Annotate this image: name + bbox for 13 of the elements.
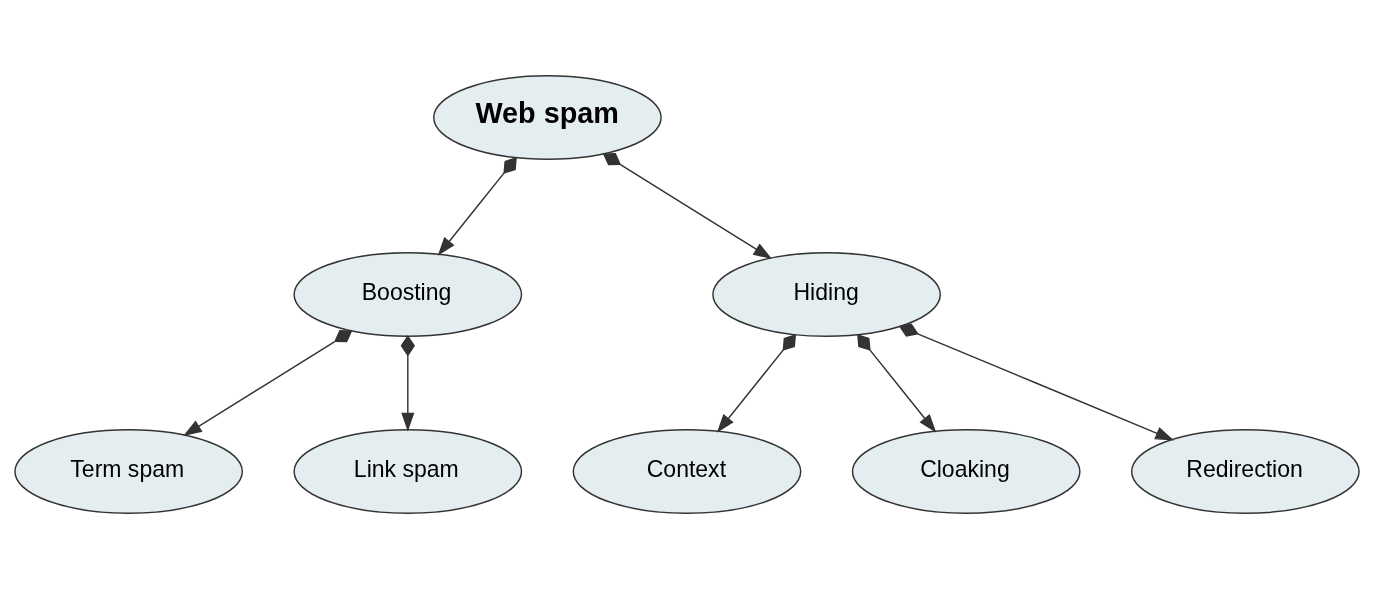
arrow	[716, 334, 797, 433]
node-ellipse: Cloaking	[851, 429, 1081, 514]
arrow	[857, 334, 937, 433]
arrow	[400, 335, 415, 432]
arrow	[898, 323, 1175, 441]
node-ellipse: Boosting	[293, 252, 523, 337]
node-ellipse: Context	[572, 429, 802, 514]
node-ellipse: Web spam	[433, 75, 662, 160]
node-ellipse: Term spam	[14, 429, 244, 514]
arrow	[602, 153, 773, 260]
arrow	[437, 157, 517, 256]
node-ellipse: Link spam	[293, 429, 523, 514]
arrow	[183, 330, 353, 437]
